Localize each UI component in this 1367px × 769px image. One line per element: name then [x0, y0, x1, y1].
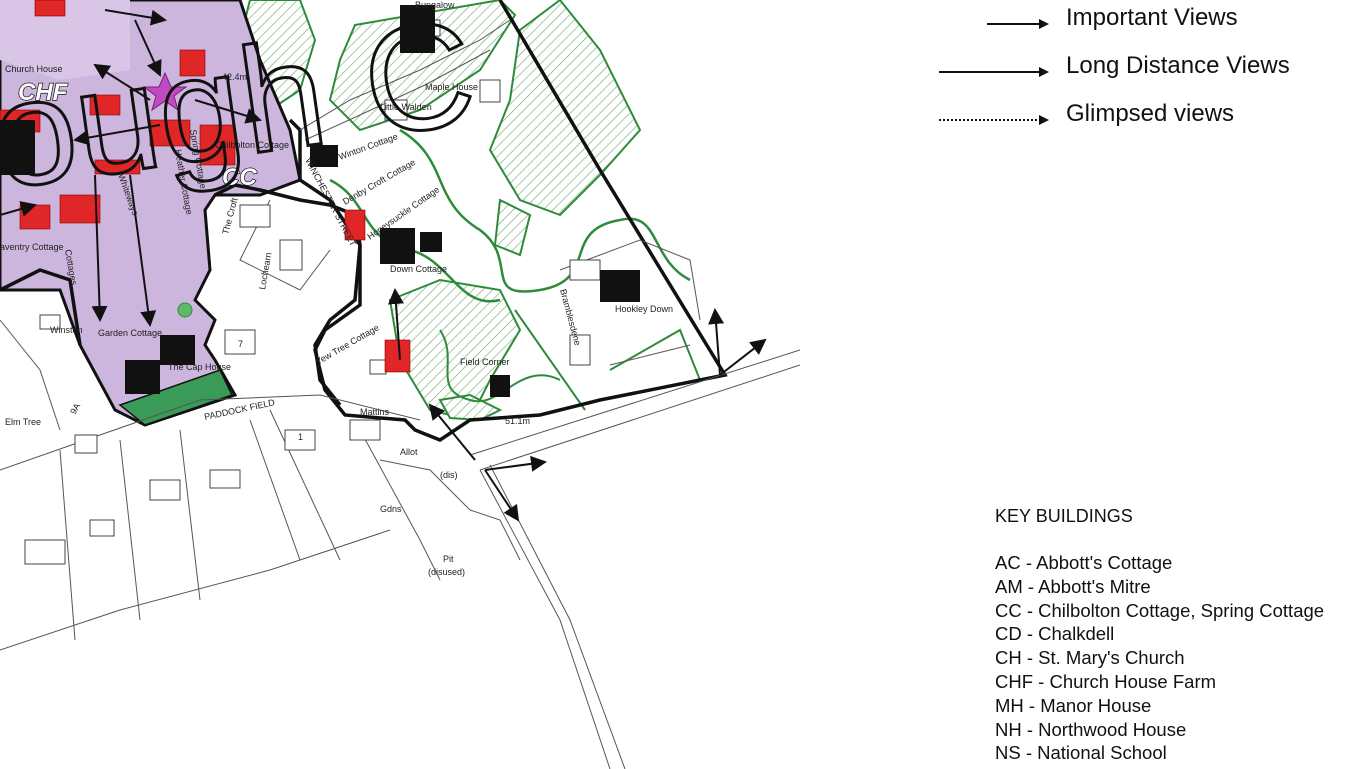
tree-line: [514, 309, 586, 411]
label-the-cap-house: The Cap House: [168, 362, 231, 372]
legend-row-important: Important Views: [935, 2, 1355, 50]
label-maple-house: Maple House: [425, 82, 478, 92]
key-item: CC - Chilbolton Cottage, Spring Cottage: [995, 599, 1325, 621]
glimpsed-view-arrow-icon: [939, 115, 1049, 125]
legend-important-views: Important Views: [1066, 4, 1238, 31]
label-dis: (dis): [440, 470, 458, 480]
key-buildings-title: KEY BUILDINGS: [995, 506, 1133, 526]
label-lochearn: Lochearn: [257, 252, 273, 291]
label-church-house: Church House: [5, 64, 63, 74]
label-disused: (disused): [428, 567, 465, 577]
label-spot-height-2: 42.4m: [222, 72, 247, 82]
key-item: CHF - Church House Farm: [995, 670, 1217, 692]
legend-row-long-distance: Long Distance Views: [935, 50, 1355, 98]
conservation-boundary: [0, 268, 82, 346]
key-item: NH - Northwood House: [995, 718, 1187, 740]
important-view-arrow-icon: [987, 19, 1049, 29]
label-mattins: Mattins: [360, 407, 390, 417]
legend-long-distance-views: Long Distance Views: [1066, 52, 1290, 79]
label-no-7: 7: [238, 339, 243, 349]
view-legend: Important Views Long Distance Views Glim…: [935, 2, 1355, 146]
church-star: [142, 71, 188, 112]
label-little-walden: Little Walden: [380, 102, 432, 112]
label-allot: Allot: [400, 447, 418, 457]
view-arrows: [0, 9, 767, 522]
label-field-corner: Field Corner: [460, 357, 510, 367]
key-item: NS - National School: [995, 742, 1167, 764]
legend-row-glimpsed: Glimpsed views: [935, 98, 1355, 146]
open-space-area: [438, 393, 503, 422]
key-item: AM - Abbott's Mitre: [995, 575, 1151, 597]
label-no-1: 1: [298, 432, 303, 442]
house-outlines: [24, 19, 601, 565]
tree-line: [439, 329, 561, 403]
label-winston: Winston: [50, 325, 83, 335]
conservation-zone-dots: [0, 0, 130, 80]
key-item: MH - Manor House: [995, 694, 1152, 716]
label-no-9a: 9A: [68, 401, 82, 416]
listed-buildings: [0, 0, 411, 373]
label-garden-cottage: Garden Cottage: [98, 328, 162, 338]
tree-line: [399, 128, 691, 293]
label-elm-tree: Elm Tree: [5, 417, 41, 427]
label-the-croft: The Croft: [220, 196, 239, 235]
label-bungalow: Bungalow: [415, 0, 455, 10]
village-map[interactable]: Bungalow Church House CHF CC 42.4m Maple…: [0, 0, 800, 769]
label-hookley-down: Hookley Down: [615, 304, 673, 314]
open-space-area: [493, 198, 532, 257]
tree-symbol: [177, 302, 193, 318]
key-item: AC - Abbott's Cottage: [995, 552, 1173, 573]
legend-glimpsed-views: Glimpsed views: [1066, 100, 1235, 127]
key-item: CD - Chalkdell: [995, 623, 1115, 645]
key-buildings: [0, 5, 640, 397]
label-spot-height-1: 51.1m: [505, 416, 530, 426]
label-chilbolton-cottage: Chilbolton Cottage: [215, 140, 289, 150]
label-daventry: aventry Cottage: [0, 242, 64, 252]
long-distance-view-arrow-icon: [939, 67, 1049, 77]
zone-label-cc: CC: [222, 164, 257, 191]
open-space-area: [328, 0, 517, 132]
tree-line: [609, 328, 701, 381]
label-gdns: Gdns: [380, 504, 402, 514]
map-canvas: Bungalow Church House CHF CC 42.4m Maple…: [0, 0, 800, 769]
label-pit: Pit: [443, 554, 454, 564]
conservation-boundary: [288, 0, 728, 442]
paddock-green: [118, 369, 234, 426]
zone-label-chf: CHF: [18, 79, 69, 106]
label-down-cottage: Down Cottage: [390, 264, 447, 274]
key-item: CH - St. Mary's Church: [995, 647, 1185, 669]
key-buildings-list: KEY BUILDINGS AC - Abbott's Cottage AM -…: [995, 506, 1365, 765]
